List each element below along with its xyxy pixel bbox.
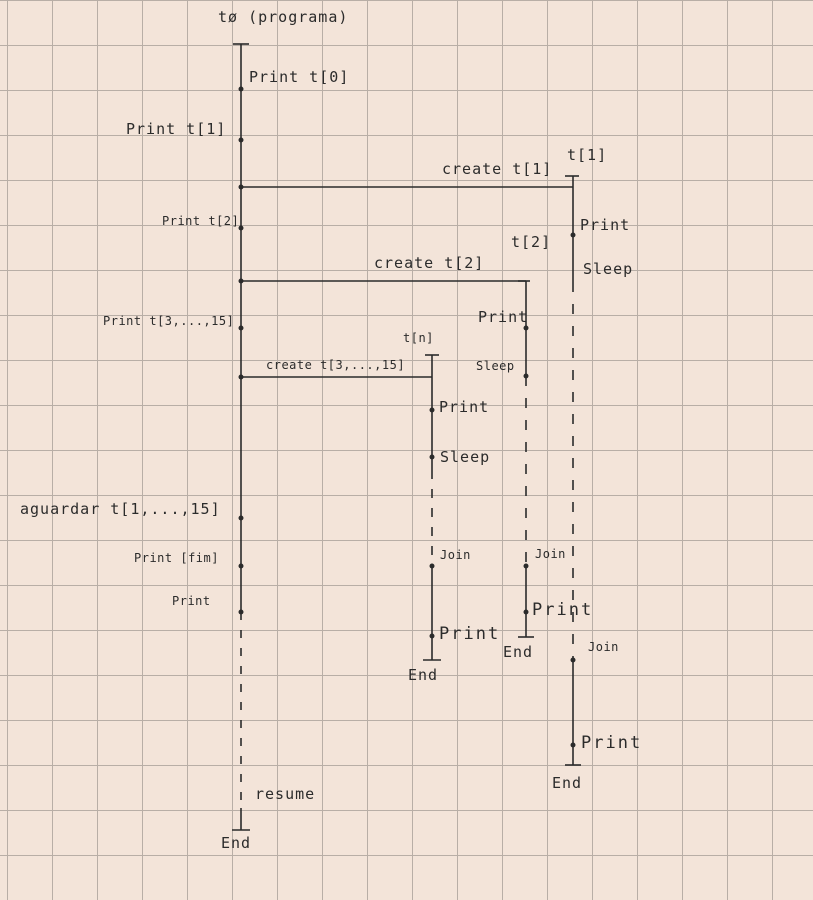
t2-dot-print — [523, 325, 529, 331]
t2-op-sleep: Sleep — [476, 359, 515, 373]
t1-op-print: Print — [580, 216, 631, 234]
main-dot-print0 — [238, 86, 244, 92]
main-dot-print1 — [238, 137, 244, 143]
t2-dot-sleep — [523, 373, 529, 379]
t1-op-join: Join — [588, 640, 619, 654]
main-op-print: Print — [172, 594, 211, 608]
t2-op-end: End — [503, 643, 534, 661]
t1-dot-print — [570, 232, 576, 238]
main-op-print0: Print t[0] — [249, 68, 350, 86]
main-dot-print-fim — [238, 563, 244, 569]
main-op-print2: Print t[2] — [162, 214, 240, 228]
t2-dot-print-end — [523, 609, 529, 615]
create-t1-label: create t[1] — [442, 160, 553, 178]
main-dot-create-t1 — [238, 184, 244, 190]
t1-op-end: End — [552, 774, 583, 792]
main-op-print3: Print t[3,...,15] — [103, 314, 235, 328]
t2-dot-join — [523, 563, 529, 569]
t2-name: t[2] — [511, 233, 552, 251]
t1-name: t[1] — [567, 146, 608, 164]
t1-op-sleep: Sleep — [583, 260, 634, 278]
tn-op-join: Join — [440, 548, 471, 562]
t1-dot-print-end — [570, 742, 576, 748]
t2-op-print: Print — [478, 308, 529, 326]
tn-name: t[n] — [403, 331, 434, 345]
main-dot-print — [238, 609, 244, 615]
tn-dot-sleep — [429, 454, 435, 460]
tn-dot-join — [429, 563, 435, 569]
t1-dot-join — [570, 657, 576, 663]
t2-op-print-end: Print — [532, 600, 594, 620]
tn-op-print-end: Print — [439, 624, 501, 644]
main-dot-create-tn — [238, 374, 244, 380]
tn-dot-print-end — [429, 633, 435, 639]
main-op-resume: resume — [255, 785, 316, 803]
create-t2-label: create t[2] — [374, 254, 485, 272]
tn-op-sleep: Sleep — [440, 448, 491, 466]
main-dot-print2 — [238, 225, 244, 231]
tn-dot-print — [429, 407, 435, 413]
main-thread-title: tø (programa) — [218, 8, 349, 26]
main-dot-print3 — [238, 325, 244, 331]
main-op-end: End — [221, 834, 252, 852]
t1-op-print-end: Print — [581, 733, 643, 753]
main-op-await: aguardar t[1,...,15] — [20, 500, 221, 518]
tn-op-print: Print — [439, 398, 490, 416]
main-op-print-fim: Print [fim] — [134, 551, 219, 565]
tn-op-end: End — [408, 666, 439, 684]
main-op-print1: Print t[1] — [126, 120, 227, 138]
main-dot-await — [238, 515, 244, 521]
main-dot-create-t2 — [238, 278, 244, 284]
t2-op-join: Join — [535, 547, 566, 561]
create-tn-label: create t[3,...,15] — [266, 358, 406, 372]
